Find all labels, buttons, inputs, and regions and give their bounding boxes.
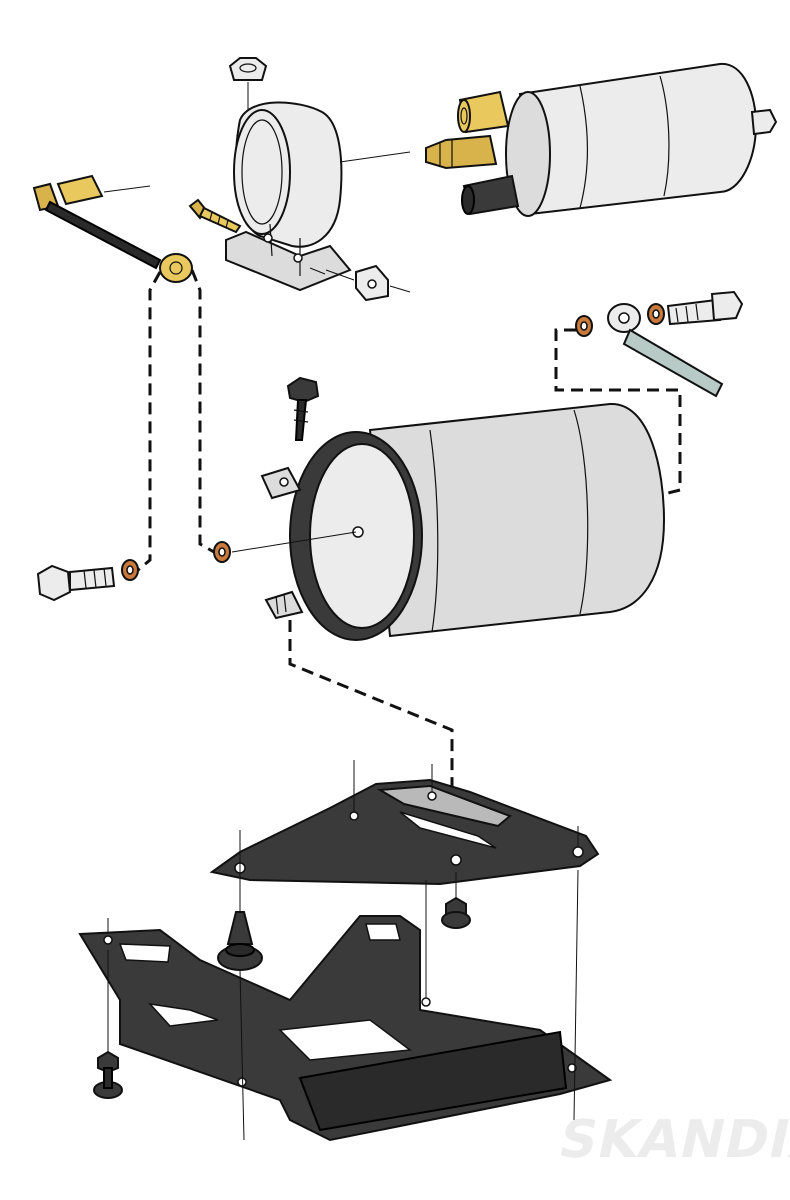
upper-mounting-plate	[209, 760, 600, 886]
bracket-bolt-left	[93, 1050, 123, 1099]
clamp-bolt	[188, 198, 242, 234]
filter-clamp-ring	[260, 431, 423, 641]
pump-clamp-band	[225, 101, 352, 292]
hose-banjo-assembly	[575, 290, 744, 398]
fuel-pump	[339, 62, 778, 217]
clamp-square-nut	[325, 264, 411, 302]
filter-bolt	[286, 376, 320, 441]
brand-watermark: SKANDIX	[553, 1110, 790, 1170]
lower-tray-bracket	[78, 915, 613, 1142]
fuel-filter	[368, 402, 666, 638]
rubber-grommet	[217, 911, 263, 971]
fuel-line-left	[32, 174, 193, 283]
bracket-bolt-right	[441, 872, 471, 929]
line-bolt-left	[36, 559, 139, 602]
clamp-top-nut	[228, 57, 268, 110]
